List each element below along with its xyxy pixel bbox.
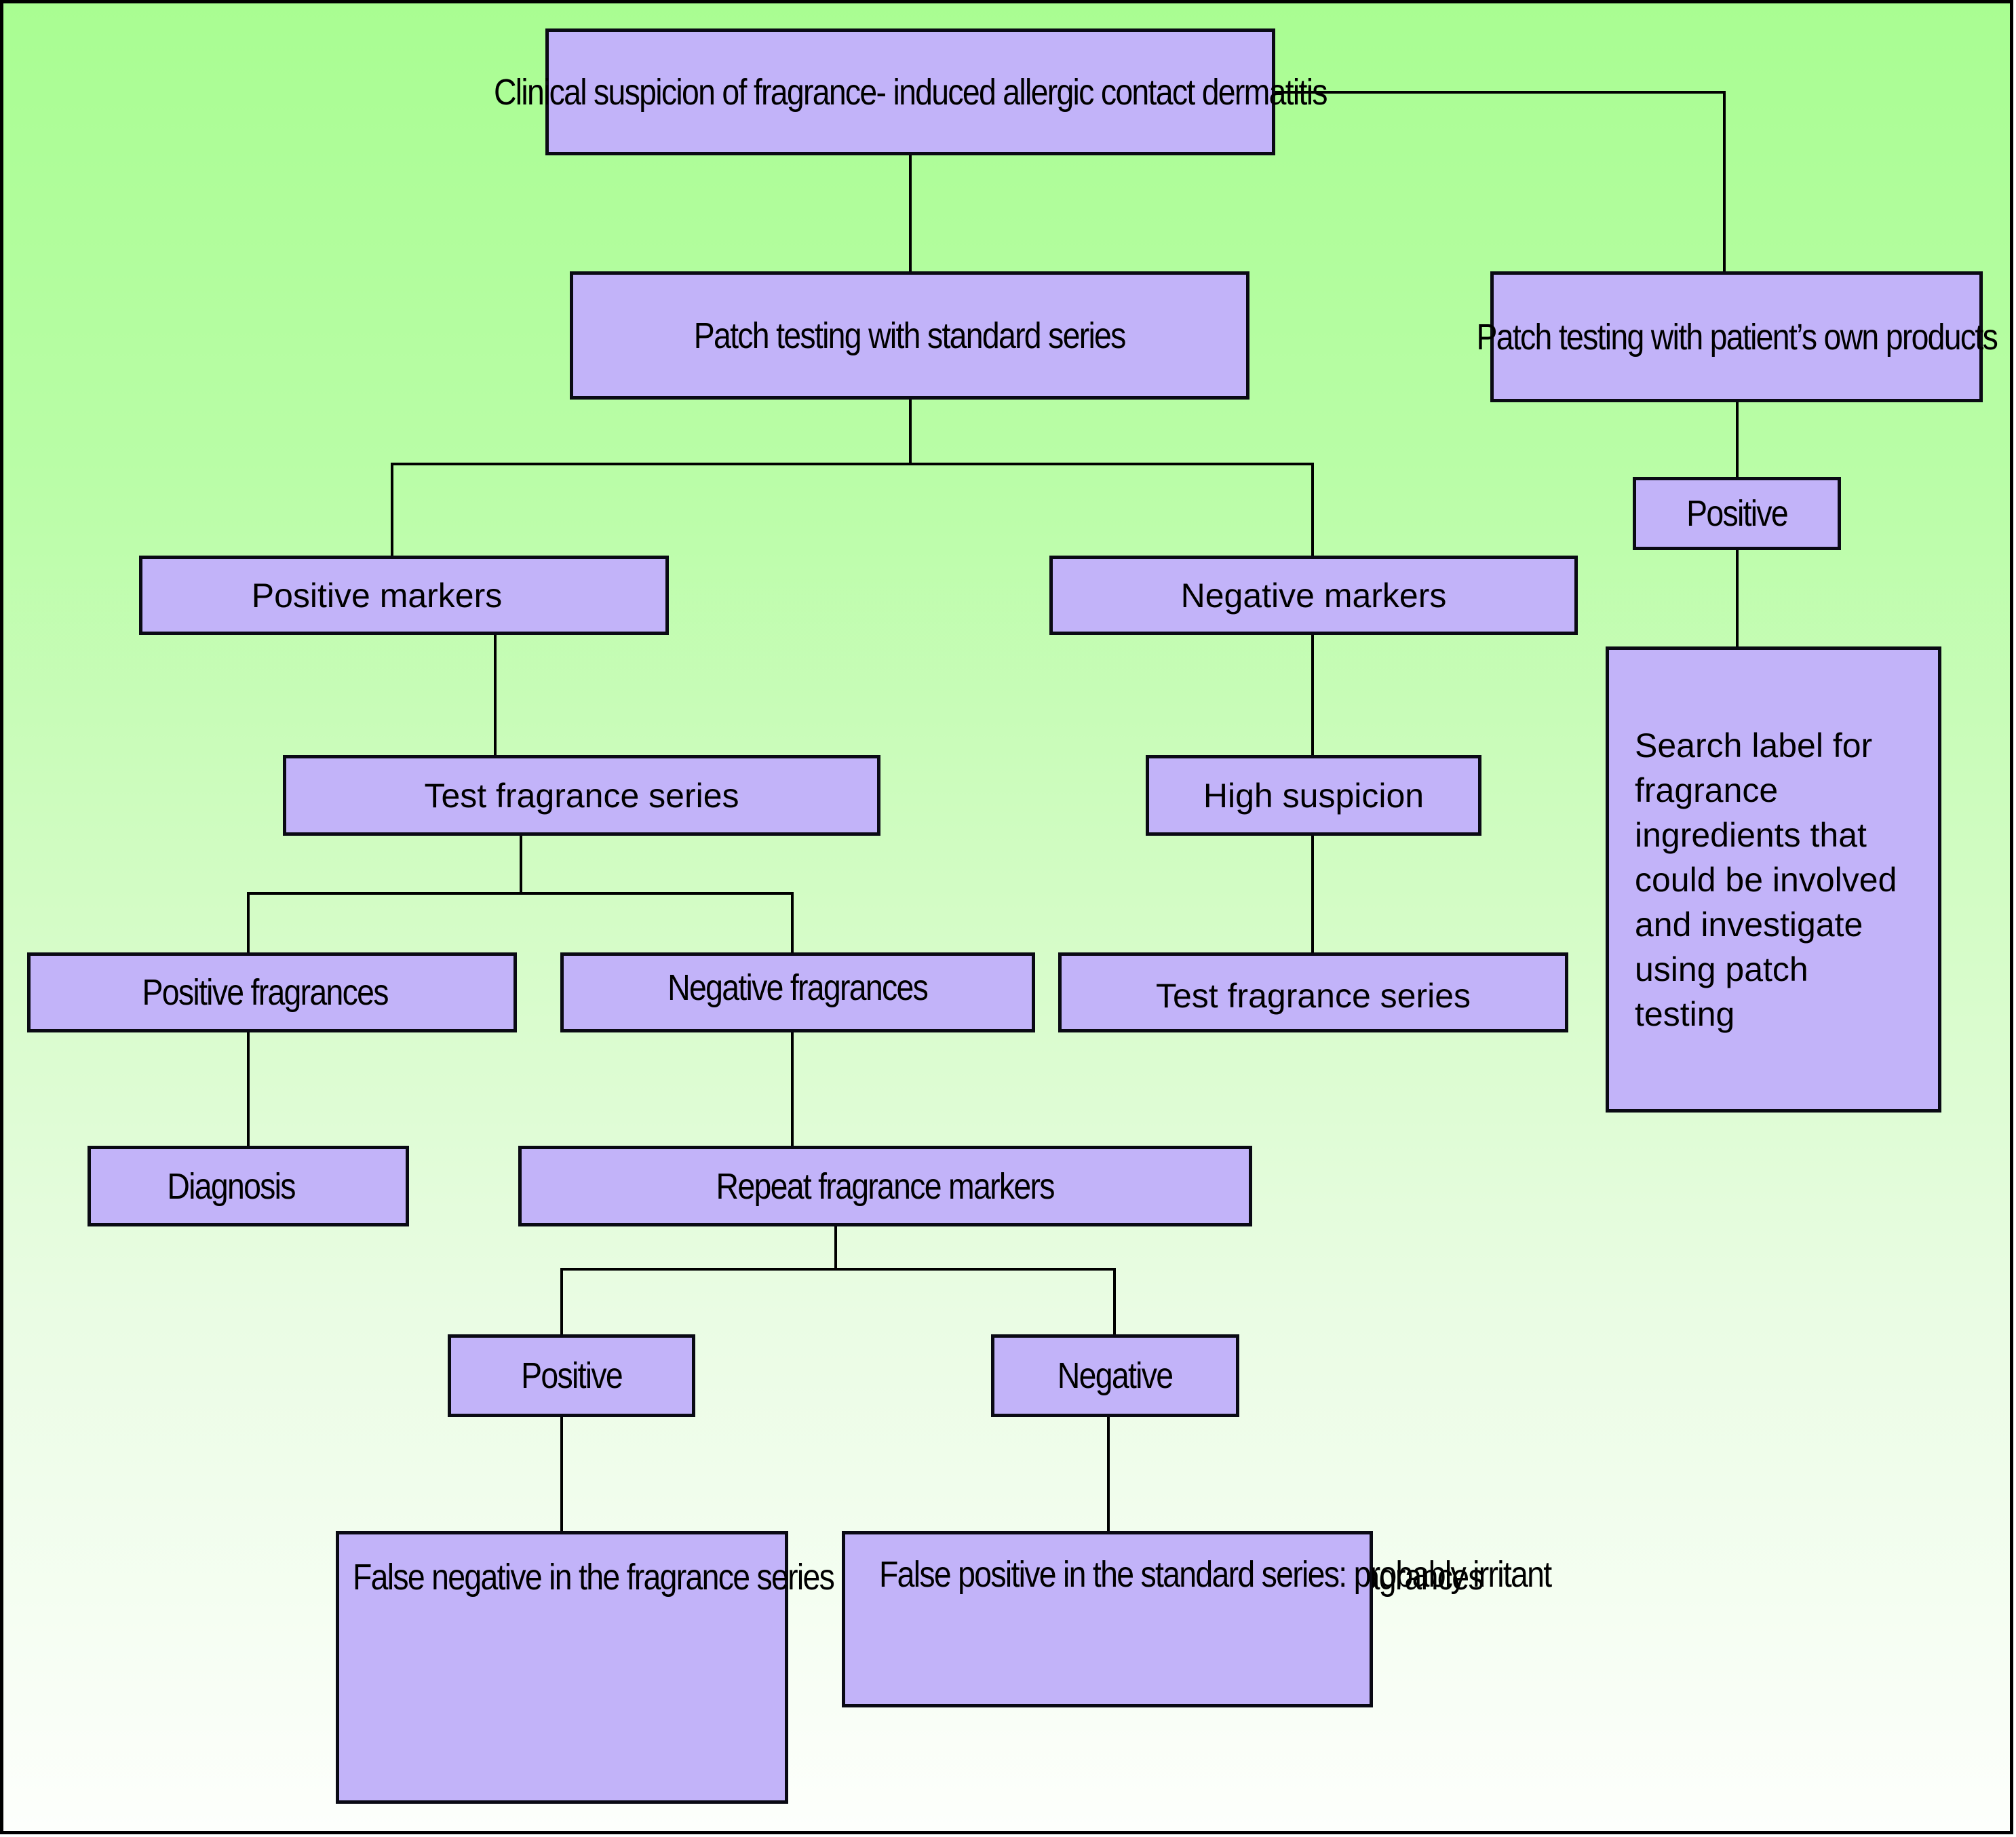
node-false-positive: False positive in the standard series: p… [842, 1531, 1552, 1707]
node-label: False positive in the standard series: p… [879, 1554, 1552, 1595]
node-repeat-negative: Negative [991, 1334, 1239, 1417]
node-test-fragrance-series-right: Test fragrance series [1058, 952, 1568, 1032]
node-repeat-positive: Positive [448, 1334, 695, 1417]
node-label: Positive fragrances [142, 972, 389, 1013]
edge-patch-standard-branches [391, 463, 1314, 556]
edge-root-to-patch-own [1275, 91, 1726, 271]
node-label: Positive [1686, 493, 1789, 534]
node-patch-testing-own-products: Patch testing with patient’s own product… [1476, 271, 1998, 402]
node-label: Negative markers [1180, 576, 1447, 615]
node-label: Repeat fragrance markers [716, 1165, 1055, 1207]
node-high-suspicion: High suspicion [1146, 755, 1481, 836]
node-patch-testing-standard: Patch testing with standard series [570, 271, 1249, 400]
node-search-label: Search label for fragrance ingredients t… [1606, 646, 1941, 1113]
node-diagnosis: Diagnosis [88, 1146, 409, 1226]
node-label: Negative [1058, 1355, 1174, 1396]
node-false-negative: False negative in the fragrance series o… [336, 1531, 1484, 1804]
node-negative-fragrances: Negative fragrances [560, 952, 1035, 1032]
node-label: High suspicion [1203, 776, 1424, 815]
node-label: Positive [521, 1355, 623, 1396]
node-own-products-positive: Positive [1633, 477, 1841, 550]
node-negative-markers: Negative markers [1049, 556, 1578, 635]
node-test-fragrance-series-left: Test fragrance series [283, 755, 880, 836]
node-label: Test fragrance series [424, 776, 739, 815]
node-label: Patch testing with standard series [694, 315, 1127, 356]
node-label: Positive markers [251, 576, 503, 615]
edge-repeat-branches [560, 1268, 1116, 1334]
node-clinical-suspicion: Clinical suspicion of fragrance- induced… [494, 28, 1328, 155]
node-positive-fragrances: Positive fragrances [27, 952, 517, 1032]
node-label: Test fragrance series [1155, 977, 1471, 1015]
node-label: Negative fragrances [667, 967, 929, 1008]
edge-test-series-branches [247, 892, 794, 952]
node-repeat-fragrance-markers: Repeat fragrance markers [518, 1146, 1252, 1226]
node-label: Diagnosis [167, 1165, 296, 1207]
node-label: Clinical suspicion of fragrance- induced… [494, 71, 1328, 113]
node-label: Patch testing with patient’s own product… [1476, 316, 1998, 357]
node-positive-markers: Positive markers [139, 556, 669, 635]
node-label: Search label for fragrance ingredients t… [1635, 727, 1897, 1033]
